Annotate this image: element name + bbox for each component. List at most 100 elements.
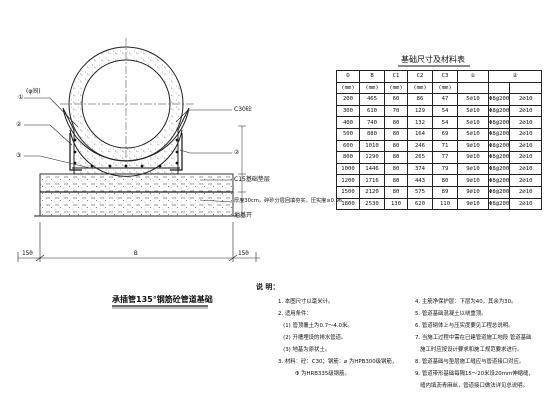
note-line: 8. 管道基础与垫层施工缝应与管道接口对应。 [415,359,525,365]
table-cell: 443 [407,174,433,187]
dim-right: 150 [238,250,249,257]
table-cell: 70 [384,104,408,118]
table-cell: 9⌀10 [457,139,489,153]
table-cell: 54 [432,116,458,129]
table-cell: Φ8@200 [487,197,511,211]
table-cell: Φ8@200 [487,139,511,153]
table-cell: 132 [407,116,433,129]
table-cell: 80 [384,116,408,129]
table-cell: Φ8@200 [487,162,511,176]
table-cell: 5⌀10 [457,127,489,141]
unit-cell: (mm) [384,81,408,95]
table-cell: 2⌀10 [509,139,543,153]
table-cell: 2⌀10 [509,162,543,176]
table-cell: 374 [407,162,433,176]
table-cell: 600 [336,139,360,153]
table-cell: 620 [407,197,433,211]
table-header-row: D B C1 C2 C3 ① ② [336,70,543,83]
unit-cell [509,81,543,95]
bottom-dimension [17,222,260,262]
table-cell: 1716 [359,174,385,187]
table-title: 基础尺寸及材料表 [401,55,465,64]
unit-cell: (mm) [359,81,385,95]
table-cell: 5⌀10 [457,116,489,129]
spec-table: D B C1 C2 C3 ① ② (mm) (mm) (mm) (mm) (mm… [336,70,543,211]
table-cell: 80 [384,139,408,153]
table-cell: 110 [432,197,458,211]
table-cell: Φ8@200 [487,116,511,129]
table-cell: 465 [359,93,385,106]
table-cell: 2⌀10 [509,185,543,199]
table-cell: 400 [336,116,360,129]
note-line: 1. 本图尺寸以毫米计。 [278,299,334,305]
note-line: 缝内填沥青麻丝，管道接口做法详见总说明。 [415,383,528,389]
header-cell: C3 [432,70,458,83]
table-cell: 9⌀10 [457,197,489,211]
table-cell: 80 [384,174,408,187]
table-cell: 300 [336,104,360,118]
table-cell: 89 [432,185,458,199]
table-cell: 1000 [336,162,360,176]
label-circle-2-right: ② [234,149,240,156]
dim-mid: B [134,250,138,257]
table-cell: 71 [432,139,458,153]
table-cell: 86 [407,93,433,106]
table-cell: 9⌀10 [457,162,489,176]
note-line: 7. 当施工过程中需在已建管道施工地段 管道基础 [415,335,532,341]
note-line: 6. 管道砌体上与压实度要见工程总说明。 [415,323,514,329]
table-units-row: (mm) (mm) (mm) (mm) (mm) [336,81,543,95]
note-line: Φ 为HRB335级钢筋。 [278,371,350,377]
table-cell: 5⌀10 [457,93,489,106]
table-cell: 79 [432,162,458,176]
table-cell: 47 [432,93,458,106]
header-cell: C2 [407,70,433,83]
label-c30: C30砼 [234,106,252,113]
header-cell: C1 [384,70,408,83]
c15-cushion [39,173,234,193]
notes-title: 说 明： [256,283,280,291]
table-cell: 60 [384,93,408,106]
unit-cell [487,81,511,95]
backfill-layer [39,191,234,217]
table-cell: Φ8@200 [487,93,511,106]
table-cell: 740 [359,116,385,129]
header-cell: D [336,70,360,83]
table-cell: Φ8@200 [487,104,511,118]
header-cell: ① [457,70,489,83]
label-c15: C15基础垫层 [234,176,270,183]
table-cell: 200 [336,93,360,106]
table-cell: 610 [359,104,385,118]
table-cell: 1800 [336,197,360,211]
table-cell: 2530 [359,197,385,211]
table-cell: Φ8@200 [487,127,511,141]
pipe [60,38,195,165]
table-cell: 54 [432,104,458,118]
header-cell: B [359,70,385,83]
table-cell: 1200 [336,174,360,187]
table-cell: 2⌀10 [509,127,543,141]
note-line: (3) 地基为原状土。 [278,347,331,353]
rebar-dots [73,138,179,168]
table-cell: 575 [407,185,433,199]
drawing-title: 承插管135°钢筋砼管道基础 [112,295,213,304]
table-cell: 9⌀10 [457,174,489,187]
label-backfill: 厚度30cm，碎砂分层回填夯实，压实度≥0.96 [234,198,343,204]
table-cell: 1290 [359,151,385,164]
header-cell: ② [487,70,543,83]
table-cell: 130 [384,197,408,211]
unit-cell: (mm) [432,81,458,95]
table-cell: 5⌀10 [457,104,489,118]
table-cell: 800 [336,151,360,164]
unit-cell: (mm) [407,81,433,95]
table-cell: Φ8@200 [487,151,511,164]
table-cell: 2⌀10 [509,151,543,164]
table-cell: 2⌀10 [509,197,543,211]
notes-left: 1. 本图尺寸以毫米计。2. 适用条件： (1) 管顶覆土为0.7～4.0米。 … [278,296,397,380]
